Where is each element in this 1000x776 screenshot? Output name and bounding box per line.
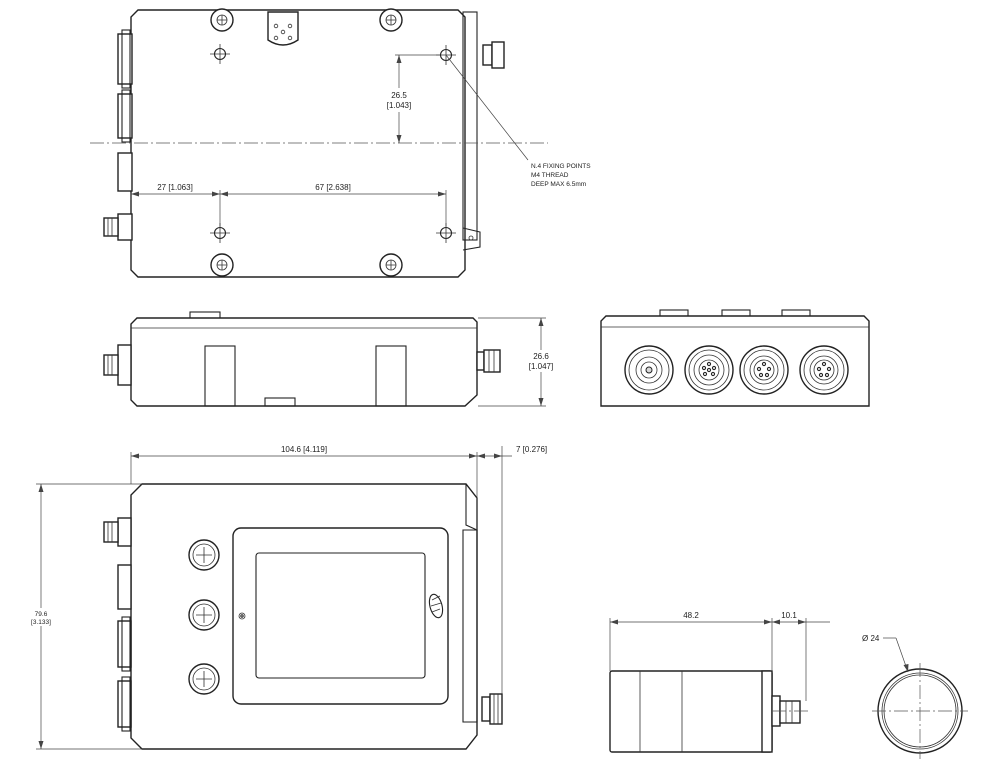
front-view: 104.6 [4.119] 7 [0.276] 79.6 [3.133] <box>28 445 547 750</box>
sensor-end-view: Ø 24 <box>862 634 968 759</box>
side-view: 26.6 [1.047] <box>103 311 558 407</box>
note-fixing-points: N.4 FIXING POINTS <box>531 163 591 170</box>
note-depth: DEEP MAX 6.5mm <box>531 181 586 188</box>
dim-10-1: 10.1 <box>781 611 797 620</box>
front-buttons <box>188 539 220 695</box>
dim-67: 67 [2.638] <box>315 183 351 192</box>
left-connectors-top <box>103 29 133 241</box>
note-thread: M4 THREAD <box>531 172 569 179</box>
aim-logo <box>428 593 444 619</box>
dim-79-6: 79.6 <box>35 611 48 618</box>
dim-48-2: 48.2 <box>683 611 699 620</box>
dim-27: 27 [1.063] <box>157 183 193 192</box>
dim-79-6-inch: [3.133] <box>31 619 51 626</box>
dim-104-6: 104.6 [4.119] <box>281 445 327 454</box>
dim-26-5-inch: [1.043] <box>387 101 411 110</box>
dim-26-6-inch: [1.047] <box>529 362 553 371</box>
dim-7: 7 [0.276] <box>516 445 547 454</box>
fixing-points <box>210 44 456 243</box>
screw-heads <box>210 8 403 277</box>
sensor-side-view: 48.2 10.1 <box>609 611 830 753</box>
connector-end-view <box>600 309 870 407</box>
top-view: 26.5 [1.043] 27 [1.063] 67 [2.638] N.4 F… <box>90 8 591 278</box>
dim-26-5: 26.5 <box>391 91 407 100</box>
dim-diameter-24: Ø 24 <box>862 634 880 643</box>
dim-26-6: 26.6 <box>533 352 549 361</box>
